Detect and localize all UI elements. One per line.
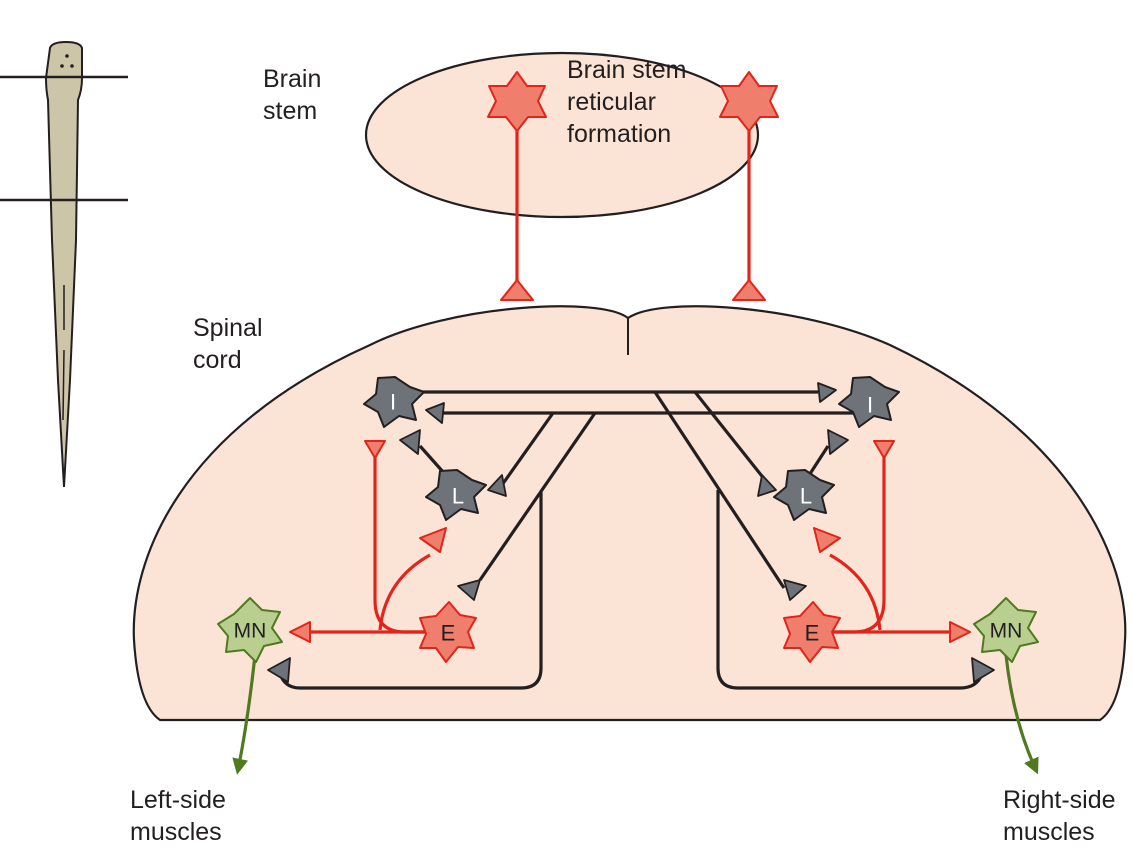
inhibitory-label-left: I (390, 390, 396, 415)
excitatory-terminals (289, 440, 971, 643)
motor-neuron-left: MN (217, 597, 283, 775)
reticulospinal-terminal-left (500, 279, 534, 301)
excitatory-label-left: E (441, 621, 456, 646)
inhibitory-label-right: I (867, 393, 873, 418)
reticulospinal-axons (500, 120, 766, 301)
lamprey-body-icon (0, 40, 128, 488)
spinal-cord-label: Spinal cord (193, 314, 269, 374)
reticular-neuron-right (719, 71, 779, 132)
motor-neuron-label-right: MN (990, 620, 1023, 643)
lateral-interneuron-left: L (425, 469, 487, 521)
motor-neuron-label-left: MN (234, 620, 267, 643)
excitatory-interneuron-left: E (419, 601, 477, 663)
brain-stem-label: Brain stem (263, 65, 328, 125)
spinal-cord-section (132, 305, 1127, 722)
lateral-label-left: L (452, 484, 464, 509)
excitatory-axons (305, 450, 955, 634)
reticular-formation-label: Brain stem reticular formation (567, 56, 693, 148)
brain-stem-ellipse (364, 51, 760, 219)
lateral-label-right: L (800, 484, 812, 509)
excitatory-label-right: E (805, 621, 820, 646)
excitatory-interneuron-right: E (783, 601, 841, 663)
right-muscles-label: Right-side muscles (1003, 786, 1123, 846)
inhibitory-interneuron-left: I (363, 376, 425, 428)
motor-neuron-right: MN (973, 597, 1039, 775)
left-muscles-label: Left-side muscles (130, 786, 233, 846)
interneuron-terminals (267, 382, 995, 683)
reticulospinal-terminal-right (732, 279, 766, 301)
reticular-neuron-left (487, 71, 547, 132)
lateral-interneuron-right: L (773, 469, 835, 521)
inhibitory-interneuron-right: I (838, 376, 900, 428)
